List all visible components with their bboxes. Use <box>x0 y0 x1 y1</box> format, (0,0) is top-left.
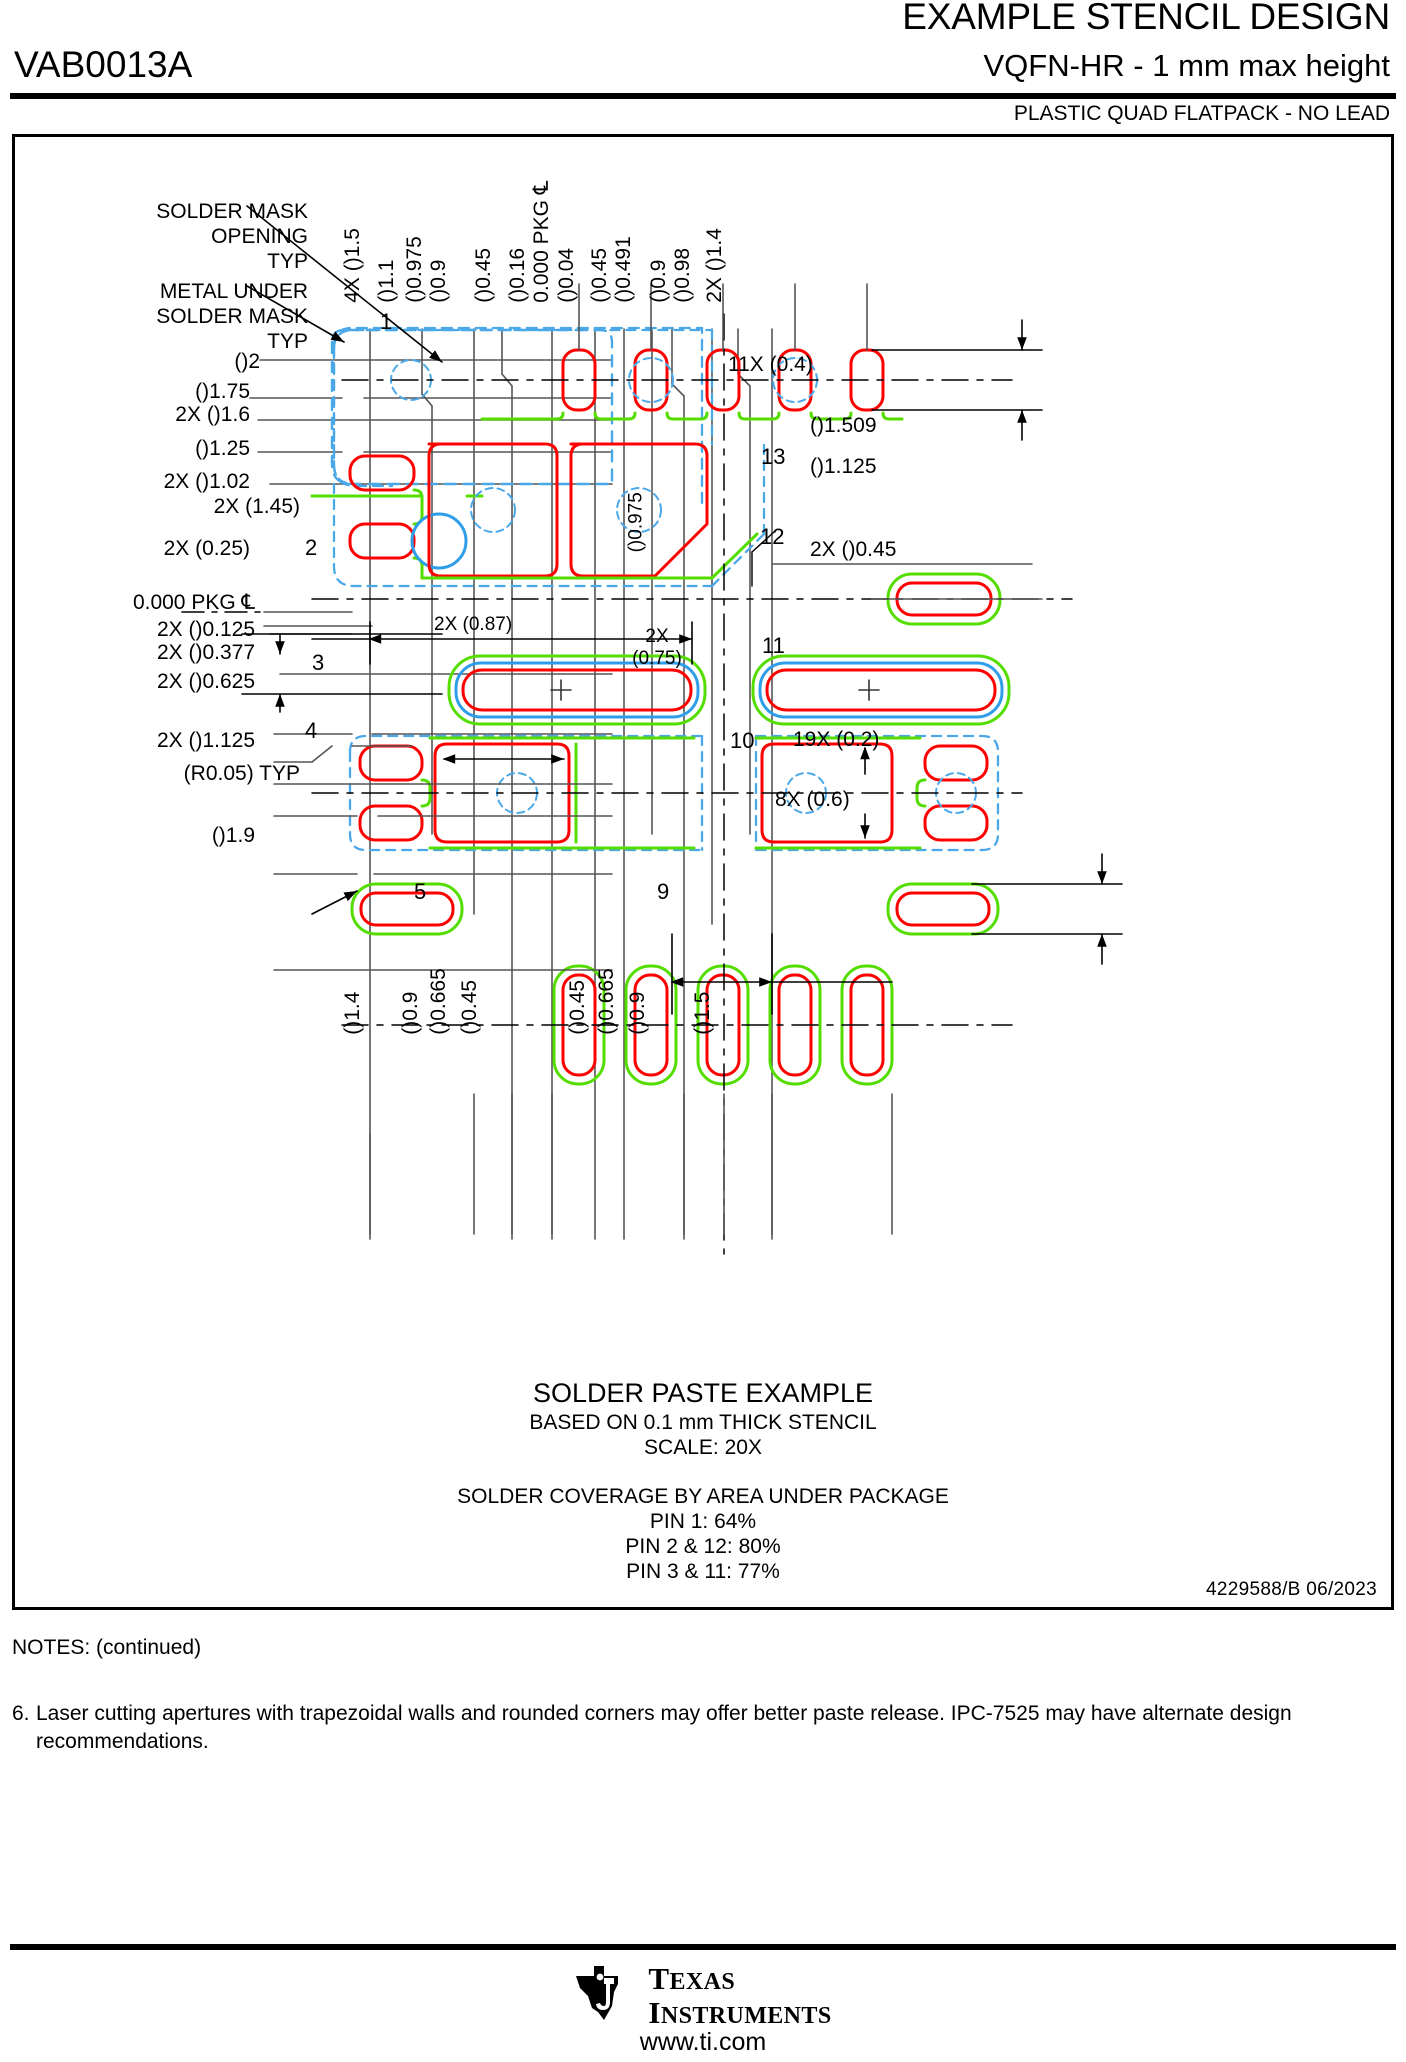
annotation-line: OPENING <box>211 224 308 248</box>
pin-number-3: 3 <box>312 650 325 675</box>
top-label-7: ()0.04 <box>555 247 579 303</box>
annotation-solder-mask-opening: SOLDER MASK OPENING TYP <box>118 200 308 274</box>
caption-coverage-pin1: PIN 1: 64% <box>649 1510 757 1533</box>
pin-number-13: 13 <box>761 444 786 469</box>
right-label-2: ()1.125 <box>810 455 877 478</box>
top-label-0: 4X ()1.5 <box>341 228 365 303</box>
notes-title: NOTES: (continued) <box>12 1636 202 1659</box>
pin-number-1: 1 <box>380 309 393 334</box>
right-label-0: 11X (0.4) <box>728 353 813 376</box>
pin-number-5: 5 <box>414 879 427 904</box>
right-label-1: ()1.509 <box>810 414 877 437</box>
left-label-1: ()1.75 <box>195 380 250 403</box>
top-label-12: 2X ()1.4 <box>703 228 727 303</box>
top-label-4: ()0.45 <box>472 247 496 303</box>
annotation-line: SOLDER MASK <box>156 200 308 223</box>
bottom-label-1: ()0.9 <box>399 991 423 1035</box>
top-label-5: ()0.16 <box>506 247 530 303</box>
right-label-4: 19X (0.2) <box>793 728 880 751</box>
top-label-8: ()0.45 <box>588 247 612 303</box>
annotation-line: METAL UNDER <box>159 280 308 303</box>
caption-coverage-pin2-12: PIN 2 & 12: 80% <box>625 1535 781 1558</box>
caption-coverage-pin3-11: PIN 3 & 11: 77% <box>626 1560 780 1583</box>
bottom-label-6: ()0.9 <box>626 991 650 1035</box>
bottom-label-2: ()0.665 <box>427 968 451 1035</box>
header-divider <box>10 93 1396 99</box>
annotation-metal-under-solder-mask: METAL UNDER SOLDER MASK TYP <box>108 280 308 354</box>
pin-number-11: 11 <box>762 633 785 658</box>
right-label-5: 8X (0.6) <box>775 788 850 811</box>
bottom-label-4: ()0.45 <box>566 979 590 1035</box>
annotation-line: TYP <box>267 249 308 273</box>
inner-label-1: 2X <box>645 626 669 647</box>
bottom-label-5: ()0.665 <box>595 968 619 1035</box>
left-label-8: 2X ()0.125 <box>156 618 255 641</box>
page-title: EXAMPLE STENCIL DESIGN <box>902 0 1390 37</box>
inner-label-3: ()0.975 <box>625 492 647 553</box>
pin-number-4: 4 <box>305 718 318 743</box>
caption-title: SOLDER PASTE EXAMPLE <box>532 1378 874 1408</box>
ti-wordmark-line2: INSTRUMENTS <box>648 1996 831 2030</box>
left-label-6: 2X (0.25) <box>163 537 250 560</box>
left-label-2: 2X ()1.6 <box>175 403 250 426</box>
ti-word-texas-cap: T <box>648 1961 670 1996</box>
ti-wordmark-line1: TEXAS <box>648 1962 831 1996</box>
package-subtitle: VQFN-HR - 1 mm max height <box>983 48 1390 83</box>
note-text: Laser cutting apertures with trapezoidal… <box>36 1702 1292 1754</box>
ti-word-instruments-rest: NSTRUMENTS <box>660 2002 832 2029</box>
top-label-9: ()0.491 <box>612 236 636 303</box>
left-label-5: 2X (1.45) <box>213 495 300 518</box>
left-label-11: 2X ()1.125 <box>156 729 255 752</box>
ti-word-texas-rest: EXAS <box>669 1969 736 1995</box>
stencil-drawing <box>181 205 1123 1255</box>
inner-label-2: (0.75) <box>632 648 682 669</box>
top-label-1: ()1.1 <box>375 259 399 303</box>
left-label-10: 2X ()0.625 <box>156 670 255 693</box>
top-label-10: ()0.9 <box>647 259 671 303</box>
caption-stencil: BASED ON 0.1 mm THICK STENCIL <box>529 1411 877 1434</box>
texas-outline-icon <box>576 1966 619 2020</box>
caption-coverage-heading: SOLDER COVERAGE BY AREA UNDER PACKAGE <box>457 1485 949 1508</box>
left-label-3: ()1.25 <box>195 437 250 460</box>
ti-logo: TEXAS INSTRUMENTS <box>0 1962 1406 2030</box>
note-item: 6. Laser cutting apertures with trapezoi… <box>12 1700 1372 1757</box>
annotation-line: TYP <box>267 329 308 353</box>
pin-number-9: 9 <box>657 879 670 904</box>
annotation-line: SOLDER MASK <box>156 304 308 328</box>
ti-url: www.ti.com <box>639 2028 767 2056</box>
top-label-11: ()0.98 <box>671 247 695 303</box>
bottom-label-7: ()1.5 <box>691 991 715 1035</box>
top-label-2: ()0.975 <box>403 236 427 303</box>
bottom-label-0: ()1.4 <box>341 991 365 1035</box>
left-label-0: ()2 <box>234 350 260 373</box>
right-label-3: 2X ()0.45 <box>810 538 897 561</box>
inner-label-0: 2X (0.87) <box>434 614 513 635</box>
pin-number-2: 2 <box>305 535 318 560</box>
ti-word-instruments-cap: I <box>648 1994 661 2030</box>
top-label-6: 0.000 PKG ℄ <box>530 180 554 303</box>
drawing-number: 4229588/B 06/2023 <box>1206 1579 1377 1600</box>
top-label-3: ()0.9 <box>427 259 451 303</box>
left-label-7: 0.000 PKG ℄ <box>132 591 255 614</box>
pin-number-10: 10 <box>730 728 755 753</box>
pin-number-12: 12 <box>760 524 785 549</box>
package-description: PLASTIC QUAD FLATPACK - NO LEAD <box>1013 102 1390 125</box>
left-label-9: 2X ()0.377 <box>156 641 255 664</box>
annotation-radius-typ: (R0.05) TYP <box>183 762 300 785</box>
caption-scale: SCALE: 20X <box>644 1436 762 1459</box>
note-number: 6. <box>12 1702 30 1725</box>
footer-divider <box>10 1944 1396 1950</box>
bottom-label-3: ()0.45 <box>458 979 482 1035</box>
ti-wordmark: TEXAS INSTRUMENTS <box>648 1962 831 2030</box>
package-code: VAB0013A <box>14 44 193 85</box>
left-label-4: 2X ()1.02 <box>163 470 250 493</box>
left-label-12: ()1.9 <box>211 824 255 847</box>
